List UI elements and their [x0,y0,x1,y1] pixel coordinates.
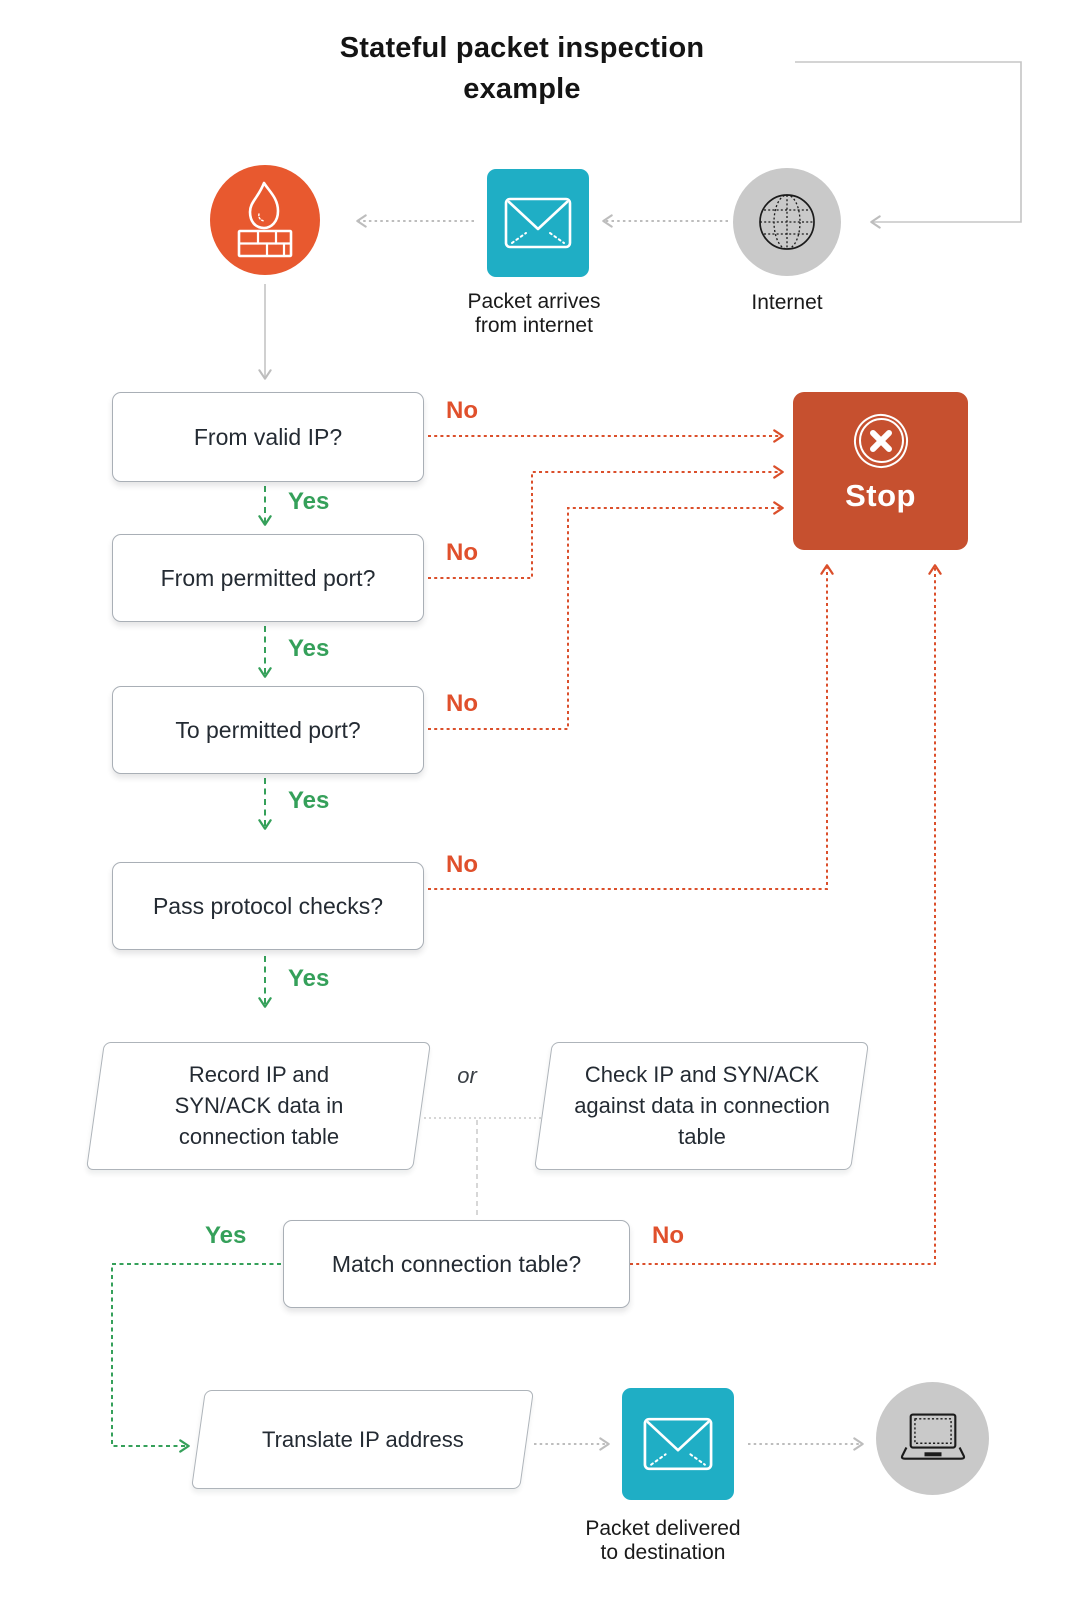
yes-label-valid-ip: Yes [288,488,330,515]
no-label-from-port: No [446,539,478,566]
process-record-connection-table: Record IP and SYN/ACK data in connection… [86,1042,431,1170]
edge-yes-match-table [111,1263,281,1453]
packet-arrives-node [487,169,589,277]
decision-match-connection-table: Match connection table? [283,1220,630,1308]
page-title: Stateful packet inspection example [197,28,847,109]
stop-label: Stop [845,478,916,513]
yes-label-to-port: Yes [288,787,330,814]
no-label-valid-ip: No [446,397,478,424]
packet-arrives-label: Packet arrives from internet [467,290,601,337]
process-translate-ip: Translate IP address [191,1390,534,1489]
destination-node [876,1382,989,1495]
decision-from-permitted-port: From permitted port? [112,534,424,622]
decision-valid-ip: From valid IP? [112,392,424,482]
edge-no-match-table [630,564,942,1265]
decision-to-permitted-port: To permitted port? [112,686,424,774]
no-label-protocol: No [446,851,478,878]
edge-no-protocol [428,564,834,890]
or-label: or [457,1063,477,1088]
envelope-icon [643,1417,713,1471]
no-label-to-port: No [446,690,478,717]
title-line1: Stateful packet inspection [339,32,705,64]
envelope-icon [504,197,572,249]
internet-label: Internet [751,291,823,314]
firewall-icon [237,181,293,258]
globe-icon [759,194,815,250]
yes-label-from-port: Yes [288,635,330,662]
circled-x-icon [854,414,908,468]
decision-pass-protocol-checks: Pass protocol checks? [112,862,424,950]
laptop-icon [900,1413,965,1460]
edge-no-from-port [428,465,784,579]
yes-label-protocol: Yes [288,965,330,992]
edge-no-to-port [428,501,784,730]
packet-delivered-node [622,1388,734,1500]
no-label-match-table: No [652,1222,684,1249]
process-check-connection-table: Check IP and SYN/ACK against data in con… [534,1042,869,1170]
stop-node: Stop [793,392,968,550]
firewall-node [210,165,320,275]
yes-label-match-table: Yes [205,1222,247,1249]
edge-title-to-internet [795,61,1022,229]
packet-delivered-label: Packet delivered to destination [585,1517,741,1564]
internet-node [733,168,841,276]
title-line2: example [463,72,581,105]
